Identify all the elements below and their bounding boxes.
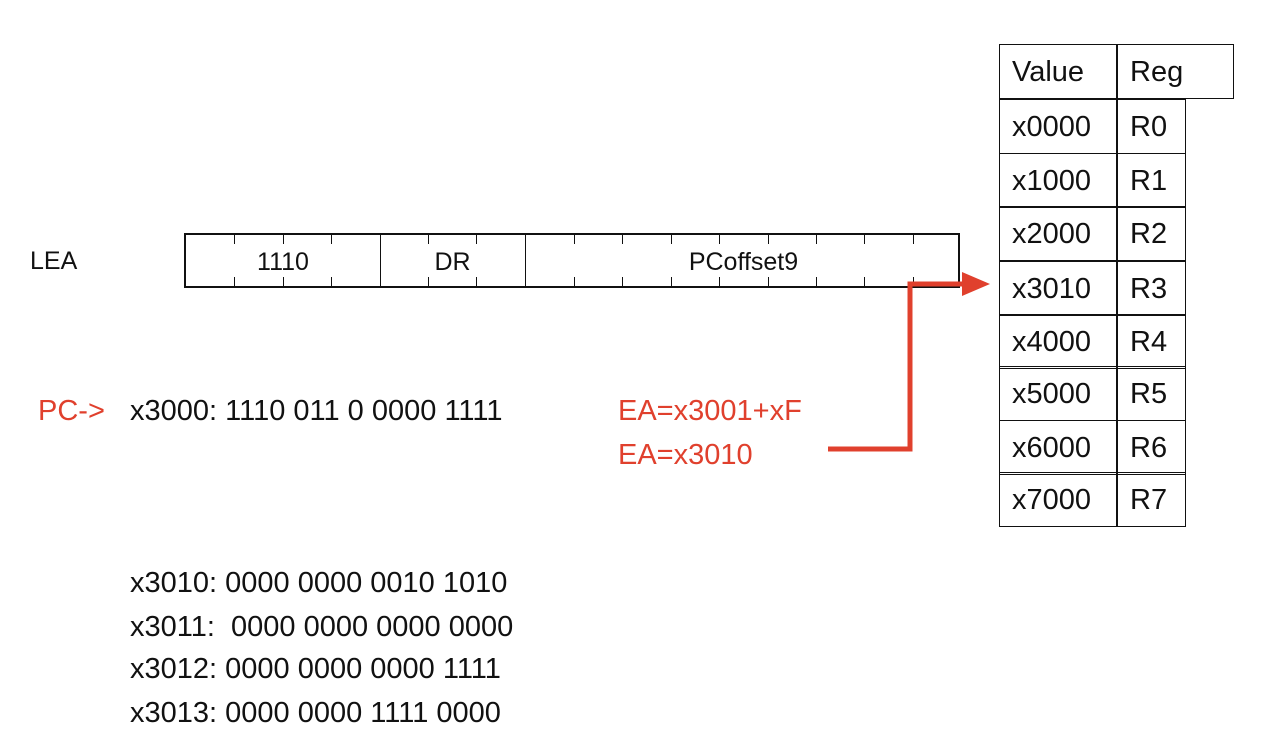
pc-pointer-label: PC-> [38,395,105,427]
register-value: x7000 [999,472,1117,527]
pcoffset9-field: PCoffset9 [688,248,799,276]
opcode-field: 1110 [257,248,309,276]
header-reg: Reg [1117,44,1234,99]
memory-line: x3011: 0000 0000 0000 0000 [130,611,514,643]
memory-line: x3012: 0000 0000 0000 1111 [130,653,501,685]
register-value: x6000 [999,420,1117,475]
register-name: R7 [1117,472,1186,527]
register-value: x3010 [999,261,1117,316]
effective-address-calc: EA=x3001+xF [618,395,802,427]
memory-line: x3013: 0000 0000 1111 0000 [130,697,501,729]
register-name: R5 [1117,366,1186,421]
register-name: R0 [1117,99,1186,154]
register-value: x0000 [999,99,1117,154]
register-name: R2 [1117,206,1186,261]
dr-field: DR [434,248,471,276]
register-name: R6 [1117,420,1186,475]
header-value: Value [999,44,1117,99]
current-instruction: x3000: 1110 011 0 0000 1111 [130,395,503,427]
effective-address-result: EA=x3010 [618,439,753,471]
register-name: R4 [1117,314,1186,369]
instruction-format-box: 1110 DR PCoffset9 [184,233,960,288]
register-value: x2000 [999,206,1117,261]
opcode-name-label: LEA [30,247,78,275]
register-name: R3 [1117,261,1186,316]
memory-line: x3010: 0000 0000 0010 1010 [130,567,508,599]
register-value: x4000 [999,314,1117,369]
register-value: x1000 [999,153,1117,208]
register-value: x5000 [999,366,1117,421]
register-name: R1 [1117,153,1186,208]
